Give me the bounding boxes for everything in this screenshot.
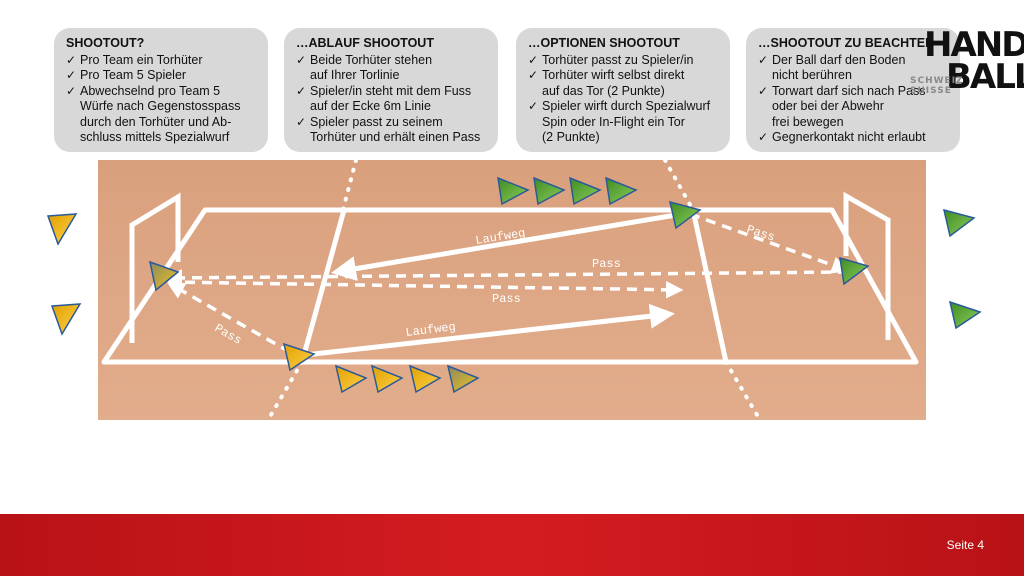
info-item: Beide Torhüter stehen auf Ihrer Torlinie bbox=[296, 53, 488, 84]
info-item: Torwart darf sich nach Pass oder bei der… bbox=[758, 84, 950, 131]
logo-line-hand: HAND bbox=[924, 25, 1024, 65]
info-item: Pro Team ein Torhüter bbox=[66, 53, 258, 69]
team-green bbox=[497, 176, 982, 330]
info-box-title: …OPTIONEN SHOOTOUT bbox=[528, 36, 680, 50]
page-number: Seite 4 bbox=[946, 538, 984, 552]
info-item: Torhüter wirft selbst direkt auf das Tor… bbox=[528, 68, 720, 99]
footer-bar: Seite 4 bbox=[0, 514, 1024, 576]
handball-logo: HAND BALL SCHWEIZ SUISSE bbox=[910, 28, 1024, 100]
player-yellow-runner bbox=[282, 342, 316, 372]
label-laufweg-bottom: Laufweg bbox=[405, 320, 457, 340]
player-green-queue-2 bbox=[533, 176, 566, 206]
goalkeeper-green bbox=[839, 256, 870, 286]
left-goal bbox=[129, 192, 181, 343]
dotted-lines bbox=[266, 158, 762, 422]
player-green-side-1 bbox=[942, 208, 976, 238]
movement-arrows bbox=[164, 211, 850, 359]
player-yellow-queue-2 bbox=[370, 364, 404, 394]
pass-right-diag-arrow bbox=[689, 212, 850, 274]
right-goal bbox=[843, 191, 891, 340]
info-item: Torhüter passt zu Spieler/in bbox=[528, 53, 720, 69]
pass-mid-top-arrow bbox=[164, 269, 849, 287]
player-yellow-queue-3 bbox=[408, 364, 442, 394]
info-box-title: SHOOTOUT? bbox=[66, 36, 145, 50]
logo-line-country: SCHWEIZ SUISSE bbox=[910, 76, 964, 96]
label-pass-mid-bottom: Pass bbox=[492, 292, 521, 306]
player-green-runner bbox=[668, 200, 702, 230]
info-item: Der Ball darf den Boden nicht berühren bbox=[758, 53, 950, 84]
laufweg-bottom-arrow bbox=[295, 303, 675, 359]
team-yellow bbox=[46, 213, 480, 394]
info-box-beachten: …SHOOTOUT ZU BEACHTEN Der Ball darf den … bbox=[746, 28, 960, 152]
logo-line-ball: BALL bbox=[946, 57, 1024, 97]
label-pass-mid-top: Pass bbox=[592, 257, 621, 271]
info-box-ablauf: …ABLAUF SHOOTOUT Beide Torhüter stehen a… bbox=[284, 28, 498, 152]
info-item: Spieler passt zu seinem Torhüter und erh… bbox=[296, 115, 488, 146]
info-item: Abwechselnd pro Team 5 Würfe nach Gegens… bbox=[66, 84, 258, 146]
pass-mid-bottom-arrow bbox=[167, 280, 684, 299]
player-green-queue-1 bbox=[497, 176, 530, 206]
info-item: Pro Team 5 Spieler bbox=[66, 68, 258, 84]
player-yellow-side-2 bbox=[50, 303, 82, 336]
info-box-shootout: SHOOTOUT? Pro Team ein Torhüter Pro Team… bbox=[54, 28, 268, 152]
player-yellow-queue-4 bbox=[446, 364, 480, 394]
info-box-title: …ABLAUF SHOOTOUT bbox=[296, 36, 434, 50]
info-item: Spieler wirft durch Spezialwurf Spin ode… bbox=[528, 99, 720, 146]
player-yellow-queue-1 bbox=[334, 364, 368, 394]
player-green-queue-3 bbox=[569, 176, 602, 206]
info-item: Spieler/in steht mit dem Fuss auf der Ec… bbox=[296, 84, 488, 115]
player-green-side-2 bbox=[948, 300, 982, 330]
info-box-title: …SHOOTOUT ZU BEACHTEN bbox=[758, 36, 935, 50]
player-green-queue-4 bbox=[605, 176, 638, 206]
laufweg-top-arrow bbox=[331, 211, 683, 282]
info-box-optionen: …OPTIONEN SHOOTOUT Torhüter passt zu Spi… bbox=[516, 28, 730, 152]
pass-left-diag-arrow bbox=[166, 282, 291, 354]
player-yellow-side-1 bbox=[46, 213, 78, 246]
goalkeeper-yellow bbox=[148, 260, 180, 292]
court-diagram: Laufweg Laufweg Pass Pass Pass Pass bbox=[46, 158, 982, 422]
info-item: Gegnerkontakt nicht erlaubt bbox=[758, 130, 950, 146]
